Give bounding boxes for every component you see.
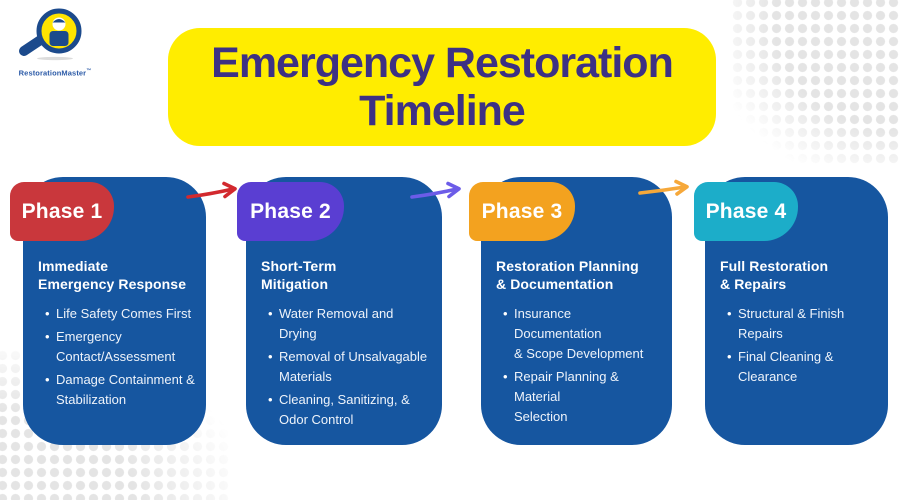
list-item: Final Cleaning & Clearance <box>727 347 878 387</box>
phase-2-badge: Phase 2 <box>237 182 344 241</box>
trademark-symbol: ™ <box>86 68 92 74</box>
list-item: Structural & Finish Repairs <box>727 304 878 344</box>
page-title-line2: Timeline <box>359 87 526 135</box>
list-item: Insurance Documentation & Scope Developm… <box>503 304 662 364</box>
phase-4-badge: Phase 4 <box>694 182 798 241</box>
phase-3-badge: Phase 3 <box>469 182 575 241</box>
magnifier-person-icon <box>19 8 82 61</box>
arrow-phase2-to-phase3-icon <box>410 181 461 199</box>
list-item: Repair Planning & Material Selection <box>503 367 662 427</box>
phase-4-bullet-list: Structural & Finish Repairs Final Cleani… <box>720 304 878 387</box>
phase-3-bullet-list: Insurance Documentation & Scope Developm… <box>496 304 662 427</box>
page-title-line1: Emergency Restoration <box>211 39 674 87</box>
list-item: Water Removal and Drying <box>268 304 432 344</box>
brand-name-text: RestorationMaster <box>18 68 87 78</box>
phase-3-badge-label: Phase 3 <box>481 199 563 223</box>
list-item: Life Safety Comes First <box>45 304 196 324</box>
phase-4-badge-label: Phase 4 <box>705 199 787 223</box>
phase-2-badge-label: Phase 2 <box>250 199 331 223</box>
title-banner: Emergency Restoration Timeline <box>168 28 716 146</box>
phase-1-badge: Phase 1 <box>10 182 114 241</box>
arrow-phase1-to-phase2-icon <box>186 181 237 199</box>
list-item: Emergency Contact/Assessment <box>45 327 196 367</box>
arrow-phase3-to-phase4-icon <box>638 179 689 196</box>
phase-2-bullet-list: Water Removal and Drying Removal of Unsa… <box>261 304 432 430</box>
phase-2-heading: Short-Term Mitigation <box>261 258 337 292</box>
list-item: Cleaning, Sanitizing, & Odor Control <box>268 390 432 430</box>
list-item: Removal of Unsalvagable Materials <box>268 347 432 387</box>
phase-4-heading: Full Restoration & Repairs <box>720 258 829 292</box>
brand-name: RestorationMaster™ <box>10 68 100 78</box>
phase-1-badge-label: Phase 1 <box>21 199 103 223</box>
phase-3-heading: Restoration Planning & Documentation <box>496 258 639 292</box>
brand-logo: RestorationMaster™ <box>10 6 100 78</box>
halftone-dots-top-right <box>731 0 900 166</box>
phase-1-heading: Immediate Emergency Response <box>38 258 187 292</box>
phase-1-bullet-list: Life Safety Comes First Emergency Contac… <box>38 304 196 410</box>
list-item: Damage Containment & Stabilization <box>45 370 196 410</box>
